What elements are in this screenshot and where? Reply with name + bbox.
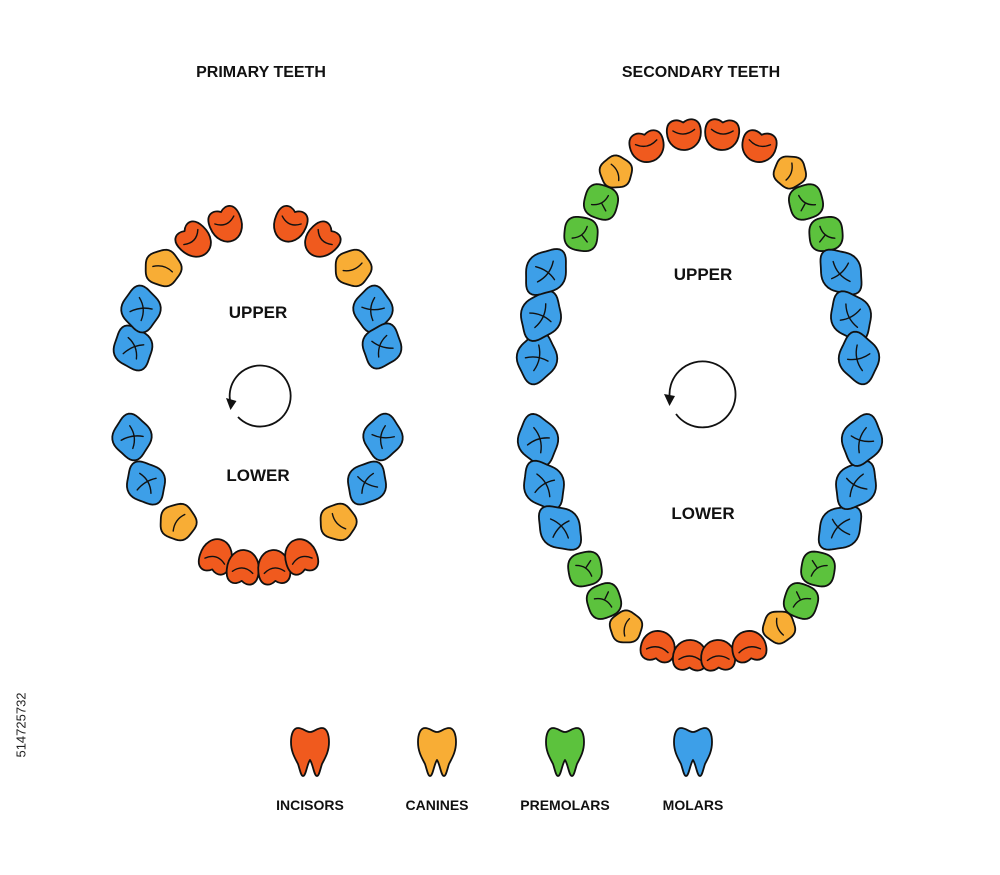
legend-label-incisors: INCISORS bbox=[276, 797, 344, 813]
legend-tooth-icon-incisors bbox=[290, 727, 330, 777]
tooth-secondary-lower-molars bbox=[835, 459, 877, 511]
tooth-primary-lower-incisors bbox=[284, 538, 320, 576]
tooth-secondary-lower-incisors bbox=[672, 639, 708, 672]
tooth-primary-lower-molars bbox=[347, 460, 387, 506]
tooth-secondary-upper-molars bbox=[837, 330, 881, 386]
tooth-secondary-upper-premolars bbox=[788, 183, 824, 221]
tooth-primary-upper-incisors bbox=[174, 220, 212, 258]
tooth-primary-upper-molars bbox=[352, 284, 394, 334]
tooth-secondary-upper-molars bbox=[520, 290, 562, 342]
tooth-secondary-lower-premolars bbox=[585, 582, 623, 620]
tooth-secondary-upper-premolars bbox=[563, 215, 599, 253]
legend-tooth-icon-premolars bbox=[545, 727, 585, 777]
tooth-secondary-lower-canines bbox=[608, 609, 644, 644]
tooth-primary-lower-incisors bbox=[198, 538, 233, 576]
tooth-secondary-upper-canines bbox=[598, 154, 633, 189]
legend-label-molars: MOLARS bbox=[663, 797, 724, 813]
tooth-secondary-upper-molars bbox=[525, 248, 567, 296]
tooth-primary-upper-canines bbox=[144, 248, 183, 288]
tooth-primary-upper-incisors bbox=[273, 205, 309, 243]
primary-teeth-title: PRIMARY TEETH bbox=[196, 64, 326, 81]
primary-lower-label: LOWER bbox=[226, 466, 289, 485]
tooth-secondary-lower-incisors bbox=[639, 630, 676, 664]
tooth-primary-lower-canines bbox=[319, 502, 358, 542]
secondary-lower-label: LOWER bbox=[671, 504, 734, 523]
tooth-primary-lower-molars bbox=[362, 412, 404, 462]
tooth-secondary-upper-incisors bbox=[628, 129, 665, 163]
rotation-arrow-icon bbox=[226, 364, 292, 428]
tooth-primary-upper-molars bbox=[120, 284, 162, 334]
tooth-primary-lower-molars bbox=[126, 460, 166, 506]
tooth-secondary-lower-incisors bbox=[731, 630, 768, 664]
tooth-secondary-upper-canines bbox=[772, 155, 807, 190]
tooth-secondary-lower-premolars bbox=[782, 582, 820, 620]
tooth-secondary-lower-incisors bbox=[700, 639, 737, 672]
tooth-primary-upper-incisors bbox=[207, 205, 243, 243]
legend-tooth-icon-canines bbox=[417, 727, 457, 777]
tooth-primary-lower-incisors bbox=[225, 549, 260, 586]
tooth-secondary-upper-incisors bbox=[665, 118, 702, 151]
secondary-teeth-title: SECONDARY TEETH bbox=[622, 64, 780, 81]
tooth-secondary-lower-molars bbox=[817, 505, 863, 551]
tooth-primary-upper-canines bbox=[334, 248, 373, 288]
tooth-secondary-upper-premolars bbox=[582, 183, 620, 221]
stock-id-text: 514725732 bbox=[13, 692, 29, 758]
teeth-layer bbox=[111, 118, 884, 672]
tooth-secondary-upper-incisors bbox=[741, 129, 778, 163]
legend-tooth-icon-molars bbox=[673, 727, 713, 777]
stock-id: 514725732 bbox=[10, 640, 32, 810]
tooth-primary-upper-molars bbox=[361, 322, 403, 370]
tooth-secondary-upper-molars bbox=[819, 248, 863, 296]
tooth-secondary-lower-premolars bbox=[800, 550, 836, 588]
secondary-upper-label: UPPER bbox=[674, 265, 733, 284]
tooth-secondary-lower-canines bbox=[761, 610, 797, 645]
tooth-primary-lower-canines bbox=[159, 502, 198, 542]
legend-label-canines: CANINES bbox=[405, 797, 468, 813]
legend bbox=[290, 727, 713, 777]
tooth-primary-lower-incisors bbox=[257, 549, 292, 586]
legend-label-premolars: PREMOLARS bbox=[520, 797, 609, 813]
tooth-secondary-upper-molars bbox=[515, 330, 559, 386]
rotation-arrow-icon bbox=[664, 360, 737, 429]
tooth-secondary-lower-molars bbox=[538, 505, 582, 551]
tooth-primary-upper-incisors bbox=[304, 220, 342, 258]
tooth-secondary-lower-molars bbox=[840, 413, 884, 467]
tooth-secondary-upper-incisors bbox=[704, 118, 741, 151]
tooth-primary-lower-molars bbox=[111, 412, 153, 462]
tooth-secondary-upper-molars bbox=[830, 290, 872, 342]
tooth-secondary-lower-premolars bbox=[567, 550, 603, 588]
primary-upper-label: UPPER bbox=[229, 303, 288, 322]
